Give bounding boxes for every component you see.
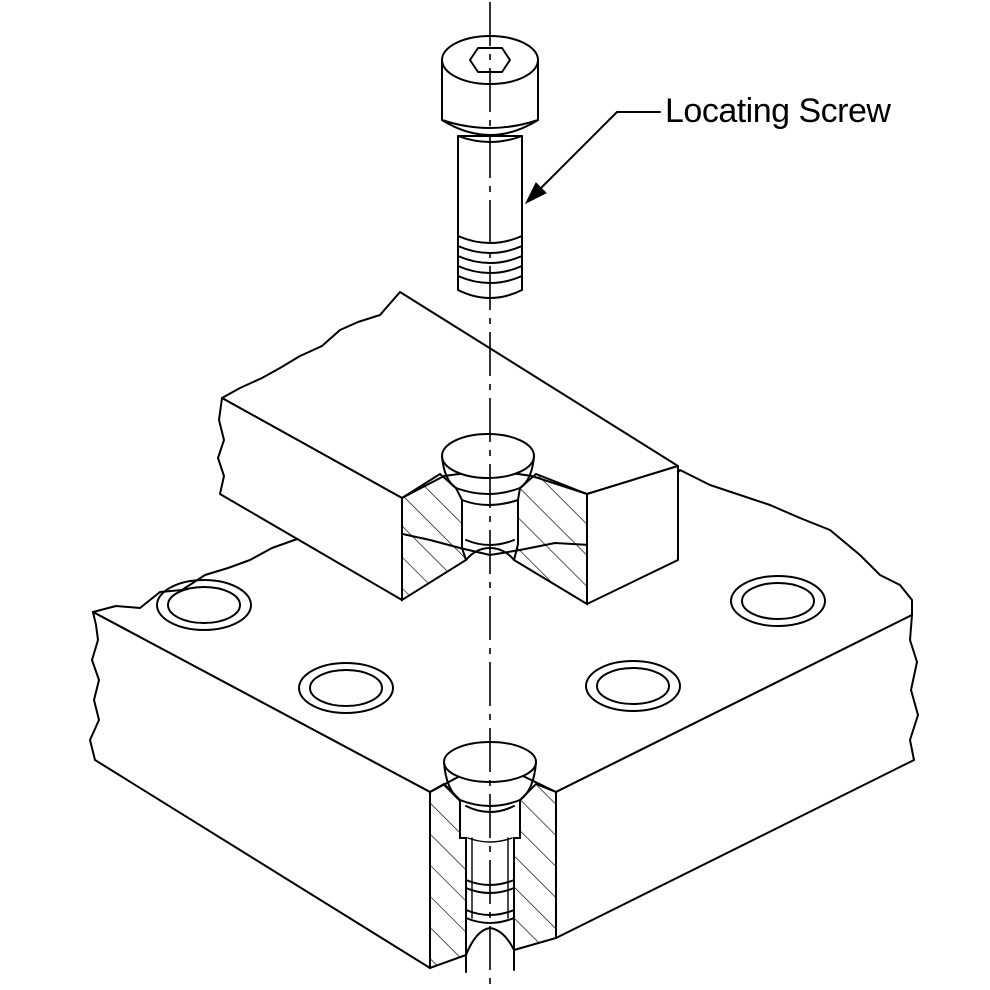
hole-back-left — [156, 579, 252, 631]
hex-socket-icon — [469, 47, 511, 73]
block-section-cut — [401, 433, 588, 606]
hole-front-left — [298, 662, 394, 714]
locating-screw-label: Locating Screw — [665, 92, 891, 130]
hole-front-right — [585, 660, 681, 712]
leader-line — [524, 111, 661, 205]
hole-back-right — [730, 575, 826, 627]
base-plate — [89, 469, 919, 973]
upper-block — [217, 291, 679, 606]
arrowhead-icon — [524, 182, 547, 205]
